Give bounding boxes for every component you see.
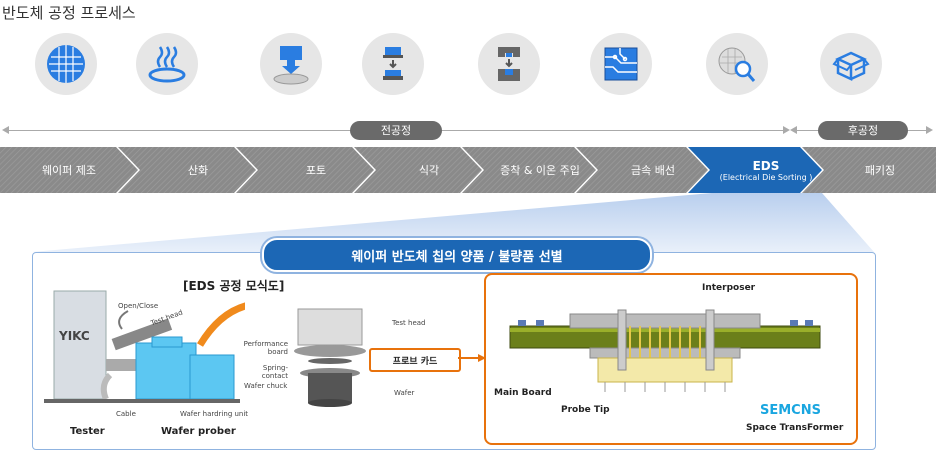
probe-card-cross-section [509,309,821,392]
step-shape-active [688,147,822,193]
main-board-label: Main Board [494,388,552,398]
probe-card-arrow-icon [458,354,486,362]
packaging-icon [820,33,882,95]
probe-card-detail [484,273,858,445]
step-shape [118,147,256,193]
wafer-icon [35,33,97,95]
back-process-pill: 후공정 [818,121,908,140]
eds-funnel [32,193,874,252]
step-shape [354,147,482,193]
eds-inspection-icon [706,33,768,95]
step-shape [576,147,708,193]
step-metal-wiring: 금속 배선 [631,164,675,177]
oxidation-icon [136,33,198,95]
schematic-test-head: Test head [392,319,426,327]
cable-label: Cable [116,410,136,418]
tester-label: Tester [70,426,105,437]
step-photo: 포토 [305,164,327,177]
metal-wiring-icon [590,33,652,95]
process-steps: 웨이퍼 제조 산화 포토 식각 증착 & 이온 주입 금속 배선 EDS(Ele… [0,147,936,193]
probe-tip-label: Probe Tip [561,405,610,415]
wafer-prober-label: Wafer prober [161,426,236,437]
semcns-logo: SEMCNS [760,403,821,418]
step-packaging: 패키징 [864,164,896,177]
wafer-chuck-label: Wafer chuck [244,382,288,390]
performance-board-label: Performance board [243,340,288,356]
eds-schematic-title: [EDS 공정 모식도] [183,279,285,293]
step-shape [462,147,596,193]
spring-contact-label: Spring-contact [261,364,288,380]
probe-card-tag: 프로브 카드 [369,348,461,372]
panel-banner: 웨이퍼 반도체 칩의 양품 / 불량품 선별 [262,238,652,272]
wafer-handling-label: Wafer hardring unit [180,410,249,418]
tester-illustration [44,290,245,403]
step-shape [236,147,374,193]
arrow-left-icon [790,126,797,134]
arrow-left-icon [2,126,9,134]
step-deposition: 증착 & 이온 주입 [500,164,580,177]
step-shape [802,147,936,193]
step-wafer-fab: 웨이퍼 제조 [41,164,97,177]
eds-schematic [294,308,366,407]
deposition-icon [478,33,540,95]
step-oxidation: 산화 [187,164,209,177]
arrow-right-icon [926,126,933,134]
step-eds: EDS(Electrical Die Sorting ) [719,158,813,182]
wafer-label: Wafer [394,389,415,397]
space-transformer-label: Space TransFormer [746,423,844,433]
open-close-label: Open/Close [118,302,159,310]
photo-icon [260,33,322,95]
step-etch: 식각 [418,164,440,177]
page-title: 반도체 공정 프로세스 [2,4,136,22]
arrow-right-icon [783,126,790,134]
yikc-logo: YIKC [59,329,90,343]
etch-icon [362,33,424,95]
front-process-pill: 전공정 [350,121,442,140]
interposer-label: Interposer [702,283,756,293]
step-shape [0,147,138,193]
